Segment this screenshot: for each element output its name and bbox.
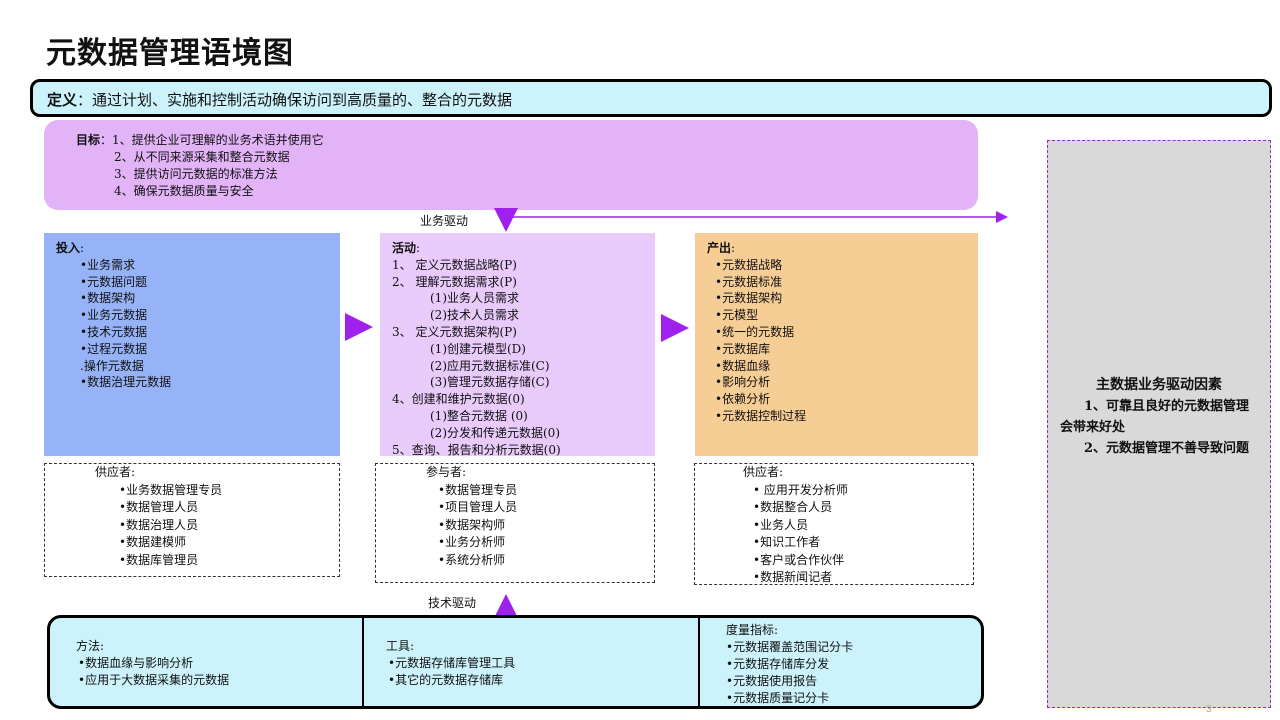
business-drivers-sidebar: 主数据业务驱动因素 1、可靠且良好的元数据管理会带来好处 2、元数据管理不善导致… — [1047, 140, 1271, 708]
participant-item: •业务分析师 — [438, 535, 506, 549]
sidebar-item: 2、元数据管理不善导致问题 — [1084, 441, 1250, 456]
input-item: •业务元数据 — [80, 308, 148, 323]
outputs-panel: 产出: •元数据战略 •元数据标准 •元数据架构 •元模型 •统一的元数据 •元… — [695, 233, 978, 456]
business-driver-label: 业务驱动 — [420, 214, 469, 228]
goal-item: 4、确保元数据质量与安全 — [114, 184, 254, 198]
metrics-heading: 度量指标: — [726, 623, 779, 637]
activity-subitem: (1)整合元数据 (0) — [430, 408, 528, 423]
supplier-item: •数据整合人员 — [753, 500, 833, 514]
inputs-heading: 投入 — [56, 241, 81, 255]
definition-label: 定义 — [47, 91, 78, 109]
participant-item: •数据架构师 — [438, 517, 506, 532]
suppliers-heading: 供应者: — [95, 465, 136, 479]
activity-item: 5、查询、报告和分析元数据(0) — [392, 442, 561, 457]
activity-item: 3、 定义元数据架构(P) — [392, 324, 517, 339]
output-item: •依赖分析 — [715, 392, 771, 407]
activity-subitem: (2)分发和传递元数据(0) — [430, 425, 560, 440]
tools-section: 工具: •元数据存储库管理工具 •其它的元数据存储库 — [362, 618, 698, 706]
output-item: •元数据标准 — [715, 274, 783, 289]
goal-item: 2、从不同来源采集和整合元数据 — [114, 150, 290, 164]
activity-subitem: (1)业务人员需求 — [430, 291, 519, 306]
output-item: •统一的元数据 — [715, 324, 795, 339]
method-item: •应用于大数据采集的元数据 — [78, 673, 230, 687]
activities-heading: 活动 — [392, 241, 417, 255]
tool-item: •其它的元数据存储库 — [388, 673, 504, 687]
input-suppliers-box: 供应者: •业务数据管理专员 •数据管理人员 •数据治理人员 •数据建模师 •数… — [44, 463, 340, 577]
page-title: 元数据管理语境图 — [46, 36, 294, 71]
activity-subitem: (3)管理元数据存储(C) — [430, 375, 550, 390]
metrics-section: 度量指标: •元数据覆盖范围记分卡 •元数据存储库分发 •元数据使用报告 •元数… — [698, 618, 981, 706]
definition-text: ：通过计划、实施和控制活动确保访问到高质量的、整合的元数据 — [77, 91, 513, 109]
activity-item: 2、 理解元数据需求(P) — [392, 274, 517, 289]
method-item: •数据血缘与影响分析 — [78, 656, 194, 670]
activity-item: 1、 定义元数据战略(P) — [392, 257, 517, 272]
tools-heading: 工具: — [386, 639, 415, 653]
metric-item: •元数据覆盖范围记分卡 — [726, 640, 854, 654]
output-suppliers-box: 供应者: • 应用开发分析师 •数据整合人员 •业务人员 •知识工作者 •客户或… — [694, 463, 974, 585]
goals-label: 目标 — [76, 133, 101, 147]
metric-item: •元数据存储库分发 — [726, 657, 830, 671]
participants-heading: 参与者: — [426, 465, 467, 479]
supplier-item: •业务数据管理专员 — [119, 482, 223, 497]
input-item: •技术元数据 — [80, 324, 148, 339]
output-item: •数据血缘 — [715, 358, 771, 373]
suppliers-heading: 供应者: — [743, 465, 784, 479]
supplier-item: • 应用开发分析师 — [753, 482, 848, 497]
outputs-heading: 产出 — [707, 241, 732, 255]
input-item: .操作元数据 — [80, 358, 144, 373]
activity-item: 4、创建和维护元数据(0) — [392, 392, 525, 407]
supplier-item: •数据治理人员 — [119, 517, 199, 532]
definition-box: 定义：通过计划、实施和控制活动确保访问到高质量的、整合的元数据 — [30, 79, 1272, 117]
participant-item: •系统分析师 — [438, 552, 506, 567]
input-item: •数据架构 — [80, 291, 136, 306]
tech-driver-label: 技术驱动 — [428, 596, 477, 610]
goal-item: ：1、提供企业可理解的业务术语并使用它 — [100, 133, 324, 147]
input-item: •过程元数据 — [80, 341, 148, 356]
activity-subitem: (1)创建元模型(D) — [430, 341, 526, 356]
output-item: •元模型 — [715, 308, 759, 323]
output-item: •元数据库 — [715, 341, 771, 356]
supplier-item: •客户或合作伙伴 — [753, 552, 845, 567]
output-item: •影响分析 — [715, 375, 771, 390]
participants-box: 参与者: •数据管理专员 •项目管理人员 •数据架构师 •业务分析师 •系统分析… — [375, 463, 655, 583]
activities-panel: 活动: 1、 定义元数据战略(P) 2、 理解元数据需求(P) (1)业务人员需… — [380, 233, 655, 457]
goal-item: 3、提供访问元数据的标准方法 — [114, 167, 278, 181]
inputs-panel: 投入: •业务需求 •元数据问题 •数据架构 •业务元数据 •技术元数据 •过程… — [44, 233, 340, 456]
participant-item: •项目管理人员 — [438, 500, 518, 514]
supplier-item: •知识工作者 — [753, 535, 821, 549]
supplier-item: •业务人员 — [753, 517, 809, 532]
techniques-box: 方法: •数据血缘与影响分析 •应用于大数据采集的元数据 工具: •元数据存储库… — [47, 615, 984, 709]
input-item: •业务需求 — [80, 257, 136, 272]
output-item: •元数据架构 — [715, 291, 783, 306]
metric-item: •元数据使用报告 — [726, 674, 818, 688]
supplier-item: •数据建模师 — [119, 535, 187, 549]
activity-subitem: (2)应用元数据标准(C) — [430, 358, 550, 373]
output-item: •元数据战略 — [715, 257, 783, 272]
sidebar-item: 1、可靠且良好的元数据管理会带来好处 — [1060, 399, 1250, 435]
page-number: 3 — [1206, 704, 1212, 715]
output-item: •元数据控制过程 — [715, 408, 807, 423]
methods-heading: 方法: — [76, 639, 105, 653]
sidebar-title: 主数据业务驱动因素 — [1096, 377, 1222, 393]
activity-subitem: (2)技术人员需求 — [430, 308, 519, 323]
tool-item: •元数据存储库管理工具 — [388, 656, 516, 670]
metric-item: •元数据质量记分卡 — [726, 691, 830, 705]
supplier-item: •数据新闻记者 — [753, 570, 833, 584]
goals-box: 目标：1、提供企业可理解的业务术语并使用它 2、从不同来源采集和整合元数据 3、… — [44, 120, 978, 210]
input-item: •数据治理元数据 — [80, 375, 172, 390]
methods-section: 方法: •数据血缘与影响分析 •应用于大数据采集的元数据 — [50, 618, 362, 706]
input-item: •元数据问题 — [80, 274, 148, 289]
participant-item: •数据管理专员 — [438, 482, 518, 497]
supplier-item: •数据管理人员 — [119, 500, 199, 514]
supplier-item: •数据库管理员 — [119, 552, 199, 567]
